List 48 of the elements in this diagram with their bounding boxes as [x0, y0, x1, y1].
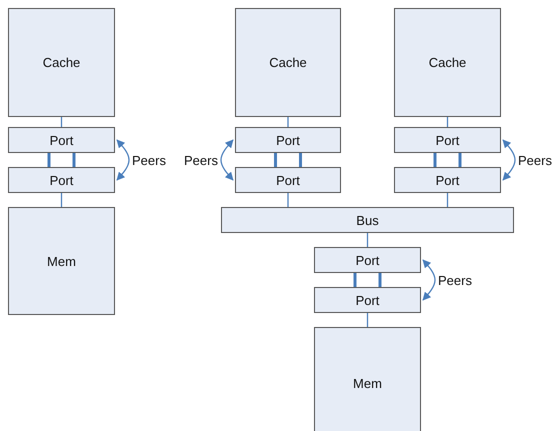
- connector-line: [354, 273, 356, 287]
- box-label: Bus: [356, 212, 379, 228]
- box-label: Port: [436, 172, 460, 188]
- box-label: Port: [50, 172, 74, 188]
- component-box: [314, 287, 421, 313]
- connector-line: [434, 153, 436, 167]
- component-box: [394, 8, 501, 117]
- connector-line: [458, 153, 462, 167]
- connector-line: [378, 273, 382, 287]
- connector-line: [60, 117, 62, 127]
- connector-line: [366, 313, 368, 327]
- curved-arrow: [422, 259, 436, 301]
- box-label: Port: [276, 132, 300, 148]
- curved-arrow: [220, 139, 234, 181]
- component-box: [8, 8, 115, 117]
- box-label: Port: [276, 172, 300, 188]
- box-label: Cache: [269, 55, 307, 70]
- connector-line: [72, 153, 76, 167]
- component-box: [235, 8, 341, 117]
- connector-line: [48, 153, 50, 167]
- curved-arrow: [116, 139, 130, 181]
- component-box: [221, 207, 514, 233]
- connector-line: [60, 193, 62, 207]
- box-label: Port: [356, 292, 380, 308]
- connector-line: [446, 193, 448, 207]
- component-box: [394, 127, 501, 153]
- component-box: [8, 127, 115, 153]
- component-box: [235, 127, 341, 153]
- component-box: [394, 167, 501, 193]
- box-label: Mem: [47, 254, 76, 268]
- component-box: [8, 207, 115, 315]
- box-label: Port: [50, 132, 74, 148]
- box-label: Cache: [42, 55, 80, 70]
- box-label: Port: [356, 252, 380, 268]
- box-label: Port: [436, 132, 460, 148]
- connector-line: [287, 193, 289, 207]
- connector-line: [299, 153, 302, 167]
- component-box: [235, 167, 341, 193]
- component-box: [314, 327, 421, 431]
- curved-arrow: [502, 139, 516, 181]
- box-label: Cache: [428, 55, 466, 70]
- component-box: [314, 247, 421, 273]
- connector-line: [274, 153, 277, 167]
- connector-line: [446, 117, 448, 127]
- connector-line: [366, 233, 368, 247]
- connector-line: [287, 117, 289, 127]
- component-box: [8, 167, 115, 193]
- box-label: Mem: [353, 376, 382, 390]
